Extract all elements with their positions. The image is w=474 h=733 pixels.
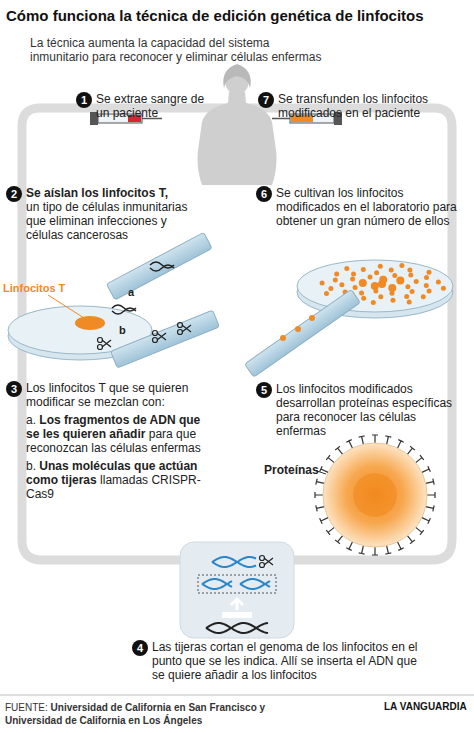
step-body: Los linfocitos modificados desarrollan p…: [276, 382, 461, 438]
step-paragraph: Las tijeras cortan el genoma de los linf…: [152, 640, 432, 682]
step-paragraph: Se extrae sangre de un paciente: [96, 92, 206, 120]
petri-dish-left: [8, 232, 219, 368]
source: FUENTE: Universidad de California en San…: [5, 701, 305, 727]
step-body: Las tijeras cortan el genoma de los linf…: [152, 640, 432, 682]
step-body: Los linfocitos T que se quieren modifica…: [26, 381, 216, 501]
callout-number: 3: [6, 381, 22, 397]
footer-rule: [0, 695, 474, 696]
callout-number: 4: [132, 640, 148, 656]
patient-silhouette: [198, 64, 277, 185]
step-paragraph: b. Unas moléculas que actúan como tijera…: [26, 459, 216, 501]
step-text: Los linfocitos T que se quieren modifica…: [26, 381, 188, 409]
step-node: 3Los linfocitos T que se quieren modific…: [6, 381, 216, 505]
callout-number: 6: [256, 186, 272, 202]
petri-dish-right: [245, 260, 453, 377]
step-paragraph: Los linfocitos T que se quieren modifica…: [26, 381, 216, 409]
step-paragraph: Los linfocitos modificados desarrollan p…: [276, 382, 461, 438]
part-label: Linfocitos T: [3, 282, 65, 294]
step-node: 5Los linfocitos modificados desarrollan …: [256, 382, 461, 442]
source-label: FUENTE:: [5, 702, 48, 713]
step-paragraph: Se transfunden los linfocitos modificado…: [278, 92, 463, 120]
callout-number: 7: [258, 92, 274, 108]
title: Cómo funciona la técnica de edición gené…: [6, 7, 468, 25]
step-text: a.: [26, 413, 36, 427]
step-text: Los linfocitos modificados desarrollan p…: [276, 382, 452, 438]
step-node: 6Se cultivan los linfocitos modificados …: [256, 186, 461, 232]
step-paragraph: a. Los fragmentos de ADN que se les quie…: [26, 413, 216, 455]
modified-cell: [314, 435, 435, 555]
part-letter: a: [128, 286, 134, 298]
step-text: Se extrae sangre de un paciente: [96, 92, 204, 120]
dna-editing-box: [180, 542, 294, 638]
step-text: b.: [26, 459, 36, 473]
callout-number: 2: [6, 186, 22, 202]
step-text: Las tijeras cortan el genoma de los linf…: [152, 640, 417, 682]
callout-number: 5: [256, 382, 272, 398]
part-label: Proteínas: [264, 463, 319, 477]
step-body: Se extrae sangre de un paciente: [96, 92, 206, 120]
step-node: 1Se extrae sangre de un paciente: [76, 92, 206, 124]
callout-number: 1: [76, 92, 92, 108]
step-paragraph: Se cultivan los linfocitos modificados e…: [276, 186, 461, 228]
step-node: 7Se transfunden los linfocitos modificad…: [258, 92, 463, 124]
step-paragraph: Se aíslan los linfocitos T,un tipo de cé…: [26, 186, 201, 242]
step-text: un tipo de células inmunitarias que elim…: [26, 200, 187, 242]
step-node: 2Se aíslan los linfocitos T,un tipo de c…: [6, 186, 201, 246]
step-node: 4Las tijeras cortan el genoma de los lin…: [132, 640, 432, 686]
brand: LA VANGUARDIA: [384, 701, 467, 712]
step-body: Se transfunden los linfocitos modificado…: [278, 92, 463, 120]
step-text: Se aíslan los linfocitos T,: [26, 186, 168, 200]
step-body: Se cultivan los linfocitos modificados e…: [276, 186, 461, 228]
caption: La técnica aumenta la capacidad del sist…: [30, 36, 330, 64]
step-body: Se aíslan los linfocitos T,un tipo de cé…: [26, 186, 201, 242]
step-text: Se cultivan los linfocitos modificados e…: [276, 186, 457, 228]
part-letter: b: [119, 324, 126, 336]
step-text: Se transfunden los linfocitos modificado…: [278, 92, 428, 120]
